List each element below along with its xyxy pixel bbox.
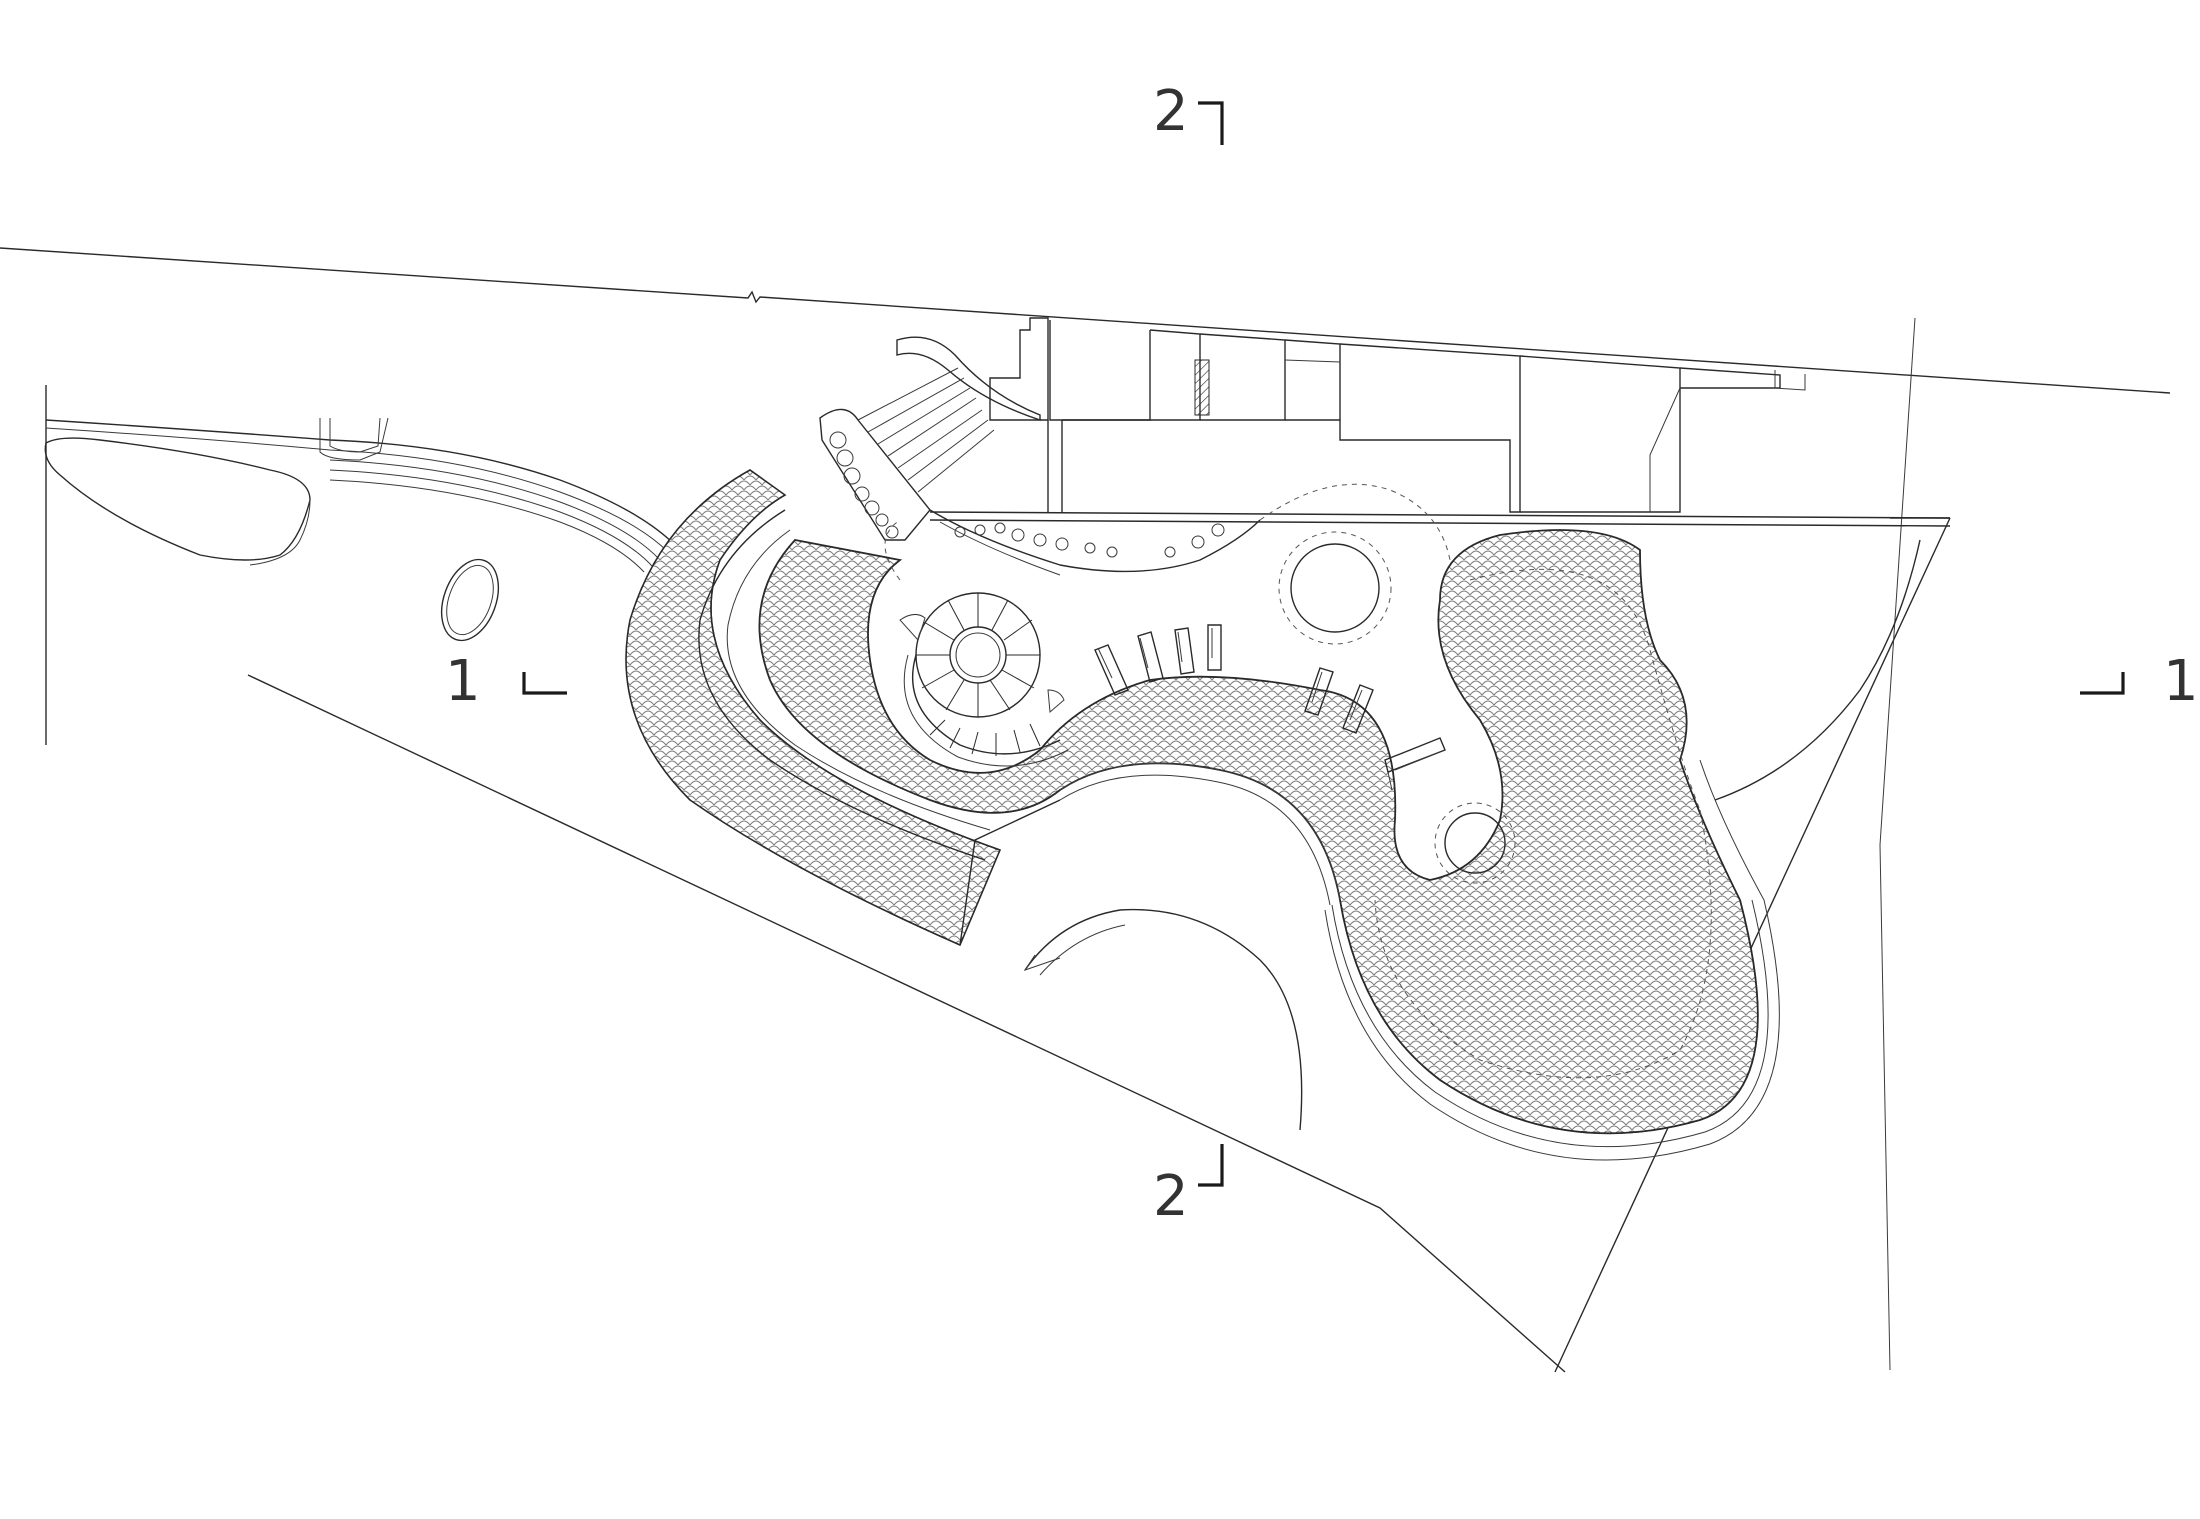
site-boundary [0,247,2171,1373]
courtyard [884,483,1516,884]
adjacent-buildings [929,317,1951,527]
main-deck [758,529,1780,1161]
section-label-left: 1 [445,649,481,714]
section-marker-left: 1 [445,649,567,714]
section-label-right: 1 [2163,649,2199,714]
pool-loungers [1094,624,1374,734]
south-landscape [1023,539,1921,1131]
section-label-bottom: 2 [1153,1164,1189,1229]
section-marker-right: 1 [2080,649,2199,714]
section-marker-bottom: 2 [1153,1144,1224,1229]
entrance-ramp [819,336,1041,541]
spiral-staircase [899,592,1069,767]
section-label-top: 2 [1153,79,1189,144]
curved-walkway [44,417,676,642]
west-terrace [625,469,1002,947]
section-marker-top: 2 [1153,79,1224,145]
